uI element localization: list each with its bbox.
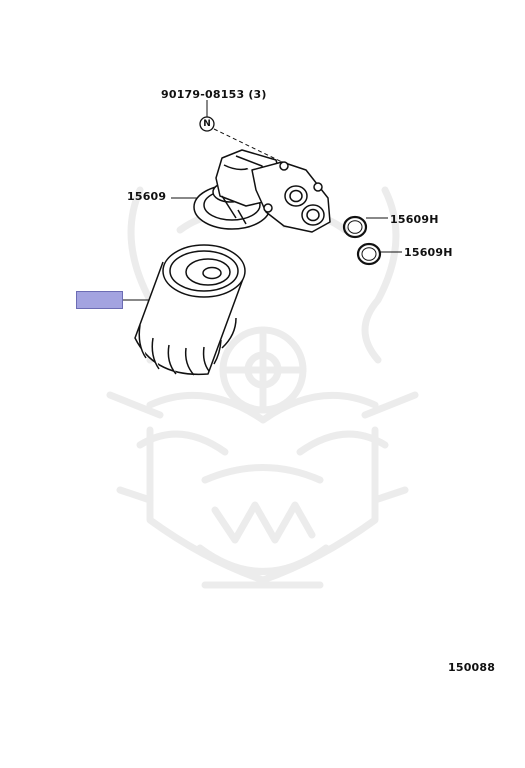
oil-filter[interactable] [134,244,246,376]
new-part-symbol [199,116,215,132]
diagram-number: 150088 [448,661,496,674]
oil-filter-part-highlight[interactable] [76,291,123,309]
new-part-symbol-letter: N [203,119,211,129]
bolt-part-number[interactable]: 90179-08153 (3) [161,88,267,101]
watermark-logo [106,186,419,589]
o-ring-lower[interactable] [356,242,382,266]
o-ring-upper-part-number[interactable]: 15609H [390,213,439,226]
o-ring-upper[interactable] [342,215,368,239]
o-ring-lower-part-number[interactable]: 15609H [404,246,453,259]
leader-lines [123,100,402,301]
oil-filter-housing[interactable] [193,149,331,233]
housing-part-number[interactable]: 15609 [127,190,167,203]
